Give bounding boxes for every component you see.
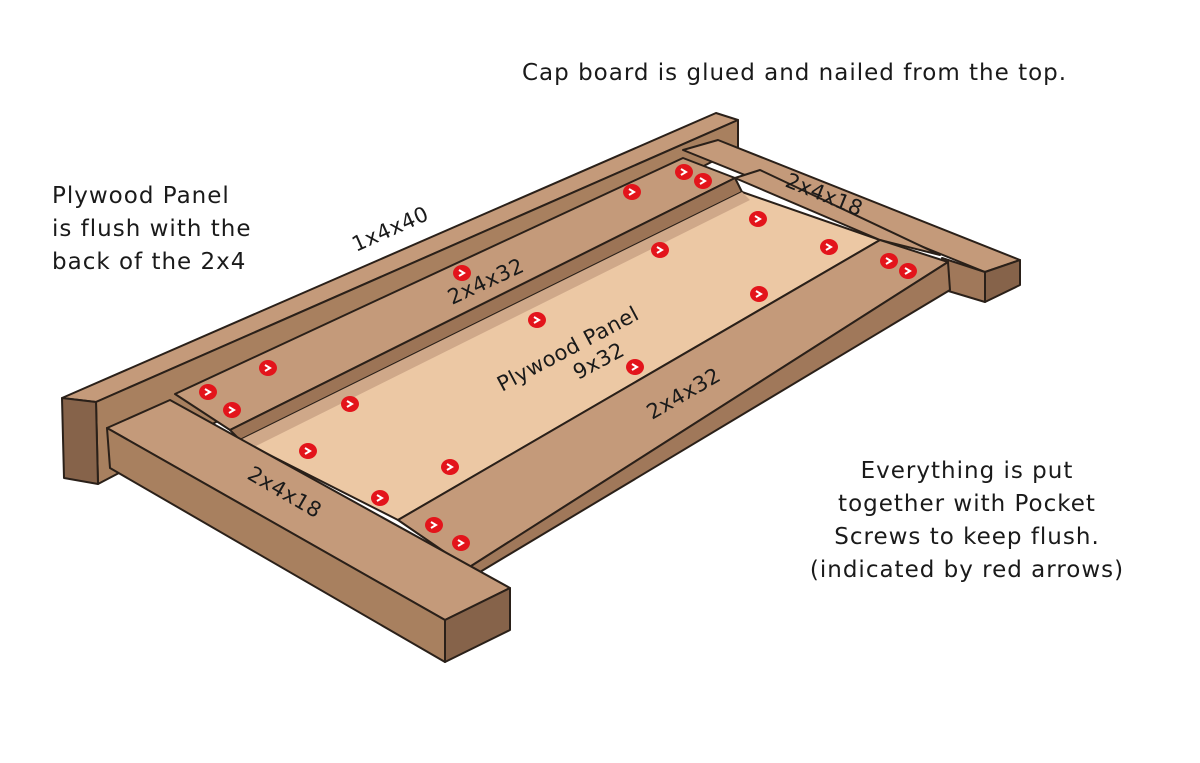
pocket-screw-marker: [880, 253, 898, 269]
pocket-screw-marker: [453, 265, 471, 281]
plywood-shadow: [240, 192, 750, 446]
pocket-screw-marker: [299, 443, 317, 459]
pocket-screw-marker: [651, 242, 669, 258]
pocket-screw-marker: [199, 384, 217, 400]
pocket-screw-marker: [425, 517, 443, 533]
pocket-screw-marker: [341, 396, 359, 412]
left-end-board: [106, 399, 511, 663]
cap-board-end: [61, 397, 99, 485]
pocket-screw-marker: [675, 164, 693, 180]
pocket-screw-marker: [820, 239, 838, 255]
plywood-flush-note: Plywood Panel is flush with the back of …: [52, 183, 252, 275]
pocket-screw-markers: [199, 164, 917, 551]
pocket-screw-marker: [452, 535, 470, 551]
pocket-screw-marker: [259, 360, 277, 376]
pocket-screw-marker: [371, 490, 389, 506]
cap-board-note: Cap board is glued and nailed from the t…: [522, 60, 1068, 86]
pocket-screw-marker: [223, 402, 241, 418]
pocket-screw-marker: [441, 459, 459, 475]
left-end-end: [444, 587, 511, 663]
pocket-screw-note: Everything is put together with Pocket S…: [809, 458, 1125, 583]
pocket-screw-marker: [623, 184, 641, 200]
pocket-screw-marker: [750, 286, 768, 302]
pocket-screw-marker: [749, 211, 767, 227]
pocket-screw-marker: [899, 263, 917, 279]
pocket-screw-marker: [528, 312, 546, 328]
pocket-screw-marker: [694, 173, 712, 189]
right-end-inner: [734, 169, 941, 256]
pocket-screw-marker: [626, 359, 644, 375]
